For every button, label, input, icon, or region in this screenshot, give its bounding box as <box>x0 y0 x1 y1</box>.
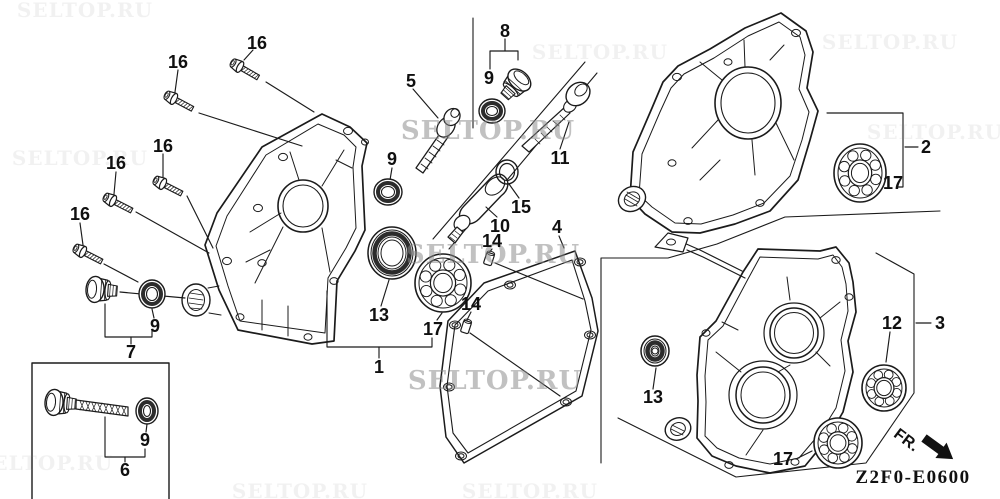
oil-filler-cap-6 <box>44 389 77 417</box>
oil-filler-tube <box>448 173 508 243</box>
flange-bolt-16-5 <box>71 242 104 267</box>
sealing-washer-9-cap7 <box>139 280 165 308</box>
oil-seal-13-right <box>641 336 669 366</box>
sealing-washer-9-cap8 <box>479 99 505 123</box>
oil-filler-cap-8 <box>495 65 535 105</box>
callout-lines <box>80 39 931 462</box>
front-direction-arrow <box>921 434 954 460</box>
flange-bolt-16-4 <box>101 191 134 216</box>
dipstick <box>522 77 595 152</box>
oil-filler-cap-7 <box>85 276 118 304</box>
ball-bearing-17-bottom-right <box>814 418 862 468</box>
crankcase-gasket <box>440 251 598 463</box>
ball-bearing-17-left <box>415 254 471 312</box>
crankcase-cover-top-right <box>614 13 818 233</box>
crankcase-cover-bottom-right <box>655 233 856 473</box>
filler-boss-top-right <box>614 182 650 217</box>
flange-bolt-16-3 <box>151 174 184 199</box>
crankcase-cover-left <box>182 114 369 344</box>
mesh-shaft-part-6 <box>76 400 128 416</box>
filler-boss <box>182 284 221 316</box>
reference-box-part-6 <box>32 363 169 499</box>
oil-seal-13-left <box>368 227 416 279</box>
dowel-pin-14-b <box>460 318 472 334</box>
sealing-washer-9-cap6 <box>136 398 158 424</box>
cover-bolt-holes <box>223 127 369 340</box>
ball-bearing-17-top-right <box>834 144 886 202</box>
drain-bolt <box>416 105 463 173</box>
o-ring-15 <box>496 160 518 184</box>
flange-bolt-16-1 <box>228 57 261 83</box>
dowel-pin-14-a <box>483 250 495 266</box>
side-boss-bottom-right <box>662 414 694 444</box>
flange-bolt-16-2 <box>162 89 195 114</box>
sealing-washer-9-drain <box>374 179 402 205</box>
ball-bearing-12 <box>862 365 906 411</box>
